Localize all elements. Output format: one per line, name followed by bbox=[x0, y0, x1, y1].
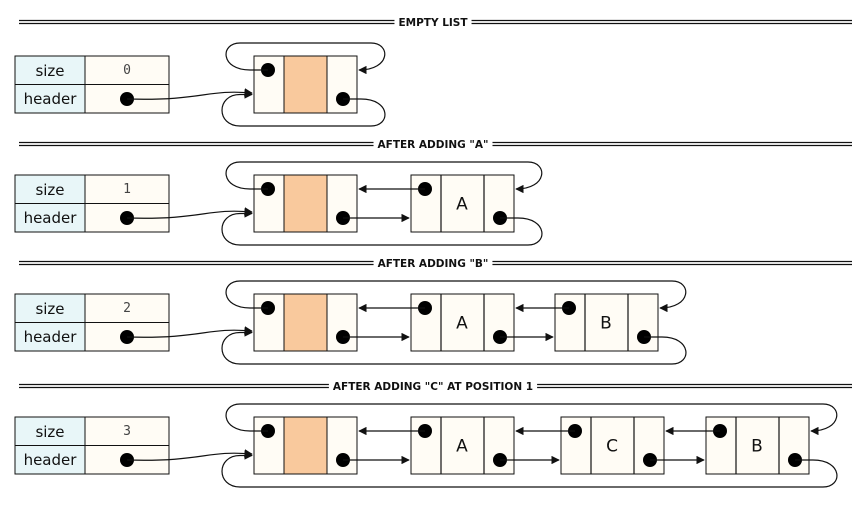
header-label: header bbox=[24, 90, 78, 108]
node-value: B bbox=[600, 314, 612, 334]
size-label: size bbox=[35, 62, 64, 80]
header-pointer-arrow bbox=[126, 449, 253, 461]
section-title: AFTER ADDING "C" AT POSITION 1 bbox=[333, 381, 533, 393]
size-label-cell bbox=[14, 174, 86, 204]
wrap-prev-loop bbox=[225, 161, 543, 194]
header-label: header bbox=[24, 209, 78, 227]
section-2: AFTER ADDING "B" size 2 header A B bbox=[14, 258, 852, 365]
header-label-cell bbox=[14, 84, 86, 114]
node-value: A bbox=[456, 195, 468, 215]
wrap-next-loop bbox=[221, 328, 687, 365]
wrap-prev-loop bbox=[225, 280, 687, 313]
size-value-cell bbox=[84, 293, 170, 323]
section-title: AFTER ADDING "A" bbox=[378, 139, 489, 151]
size-label-cell bbox=[14, 55, 86, 85]
size-value: 2 bbox=[123, 301, 131, 316]
wrap-next-loop bbox=[221, 451, 838, 488]
size-label: size bbox=[35, 181, 64, 199]
header-label-cell bbox=[14, 322, 86, 352]
section-1: AFTER ADDING "A" size 1 header A bbox=[14, 139, 852, 246]
node-value: C bbox=[606, 437, 618, 457]
wrap-prev-loop bbox=[225, 403, 838, 436]
node-value: B bbox=[751, 437, 763, 457]
wrap-next-loop bbox=[221, 209, 543, 246]
sentinel-data-cell bbox=[283, 55, 328, 114]
sentinel-data-cell bbox=[283, 293, 328, 352]
section-0: EMPTY LIST size 0 header bbox=[14, 17, 852, 127]
section-title: EMPTY LIST bbox=[398, 17, 468, 29]
header-label-cell bbox=[14, 445, 86, 475]
section-title: AFTER ADDING "B" bbox=[378, 258, 489, 270]
sentinel-data-cell bbox=[283, 174, 328, 233]
size-value: 1 bbox=[123, 182, 131, 197]
wrap-next-loop bbox=[221, 90, 386, 127]
size-label: size bbox=[35, 423, 64, 441]
size-label-cell bbox=[14, 293, 86, 323]
sentinel-data-cell bbox=[283, 416, 328, 475]
header-label: header bbox=[24, 328, 78, 346]
section-3: AFTER ADDING "C" AT POSITION 1 size 3 heade… bbox=[14, 381, 852, 488]
wrap-prev-loop bbox=[225, 42, 386, 75]
node-value: A bbox=[456, 314, 468, 334]
size-value: 3 bbox=[123, 424, 131, 439]
size-value: 0 bbox=[123, 63, 131, 78]
header-pointer-arrow bbox=[126, 88, 253, 100]
header-pointer-arrow bbox=[126, 207, 253, 219]
size-value-cell bbox=[84, 174, 170, 204]
node-value: A bbox=[456, 437, 468, 457]
header-label-cell bbox=[14, 203, 86, 233]
size-label: size bbox=[35, 300, 64, 318]
header-label: header bbox=[24, 451, 78, 469]
header-pointer-arrow bbox=[126, 326, 253, 338]
